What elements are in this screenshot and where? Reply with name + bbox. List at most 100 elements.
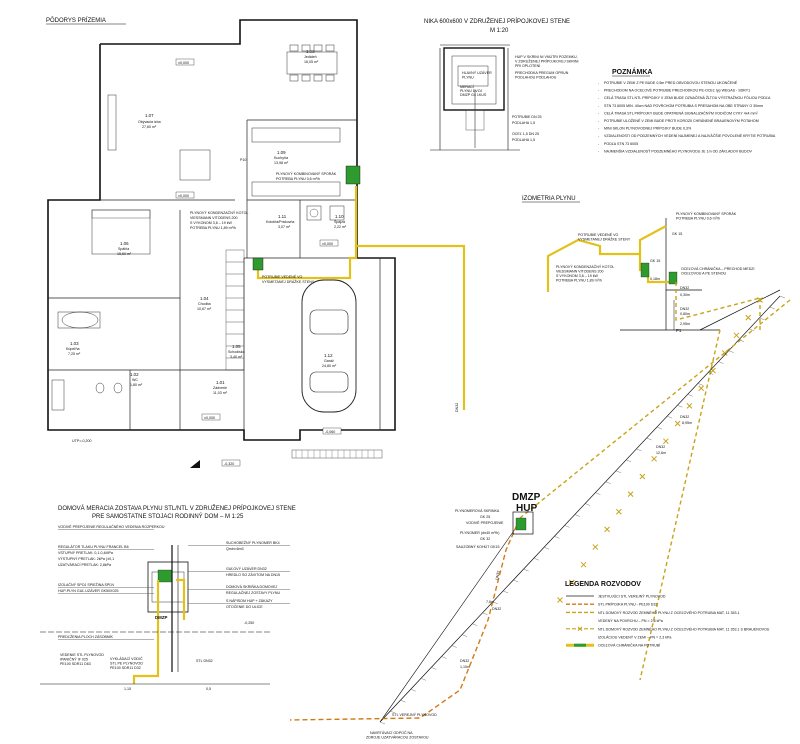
svg-text:DN32: DN32 bbox=[455, 403, 459, 412]
note-bullet: - bbox=[598, 142, 600, 146]
legend-item: OCEĽOVÁ CHRÁNIČKA NA POTRUBÍ bbox=[566, 643, 660, 648]
tick-mark bbox=[605, 481, 611, 484]
svg-text:Schodisko: Schodisko bbox=[228, 350, 245, 354]
room-label-1-01: 1.01 Zádverie 11,03 m² bbox=[213, 380, 228, 395]
floor-plan: PÔDORYS PRÍZEMIA bbox=[46, 17, 466, 468]
meter-left-label: VÝSTUPNÝ PRETLAK: 2kPa (±0,1 bbox=[58, 557, 114, 561]
p10-label: P10 bbox=[240, 158, 246, 162]
svg-text:POTRUBIE DN 25: POTRUBIE DN 25 bbox=[512, 115, 542, 119]
north-arrow-icon bbox=[190, 460, 200, 468]
isometry: IZOMETRIA PLYNU PLYNOVÝ KOMBINOVANÝ SPOR… bbox=[522, 196, 781, 681]
svg-text:1.11: 1.11 bbox=[278, 214, 287, 219]
tick-mark bbox=[379, 721, 386, 725]
dining-table bbox=[286, 51, 338, 75]
svg-text:VODIVÉ PREPOJENIE: VODIVÉ PREPOJENIE bbox=[466, 520, 504, 525]
meter-subtitle: PRE SAMOSTATNE STOJACI RODINNÝ DOM – M 1… bbox=[92, 513, 244, 520]
tick-mark bbox=[728, 350, 734, 353]
house-gas-pipe: DN32 bbox=[252, 165, 466, 412]
tick-mark bbox=[390, 710, 396, 714]
room-label-1-09: 1.09 Kuchyňa 13,98 m² bbox=[274, 150, 289, 165]
note-bullet: - bbox=[598, 111, 600, 115]
tick-mark bbox=[769, 306, 775, 310]
legend-item: JESTVUJÚCI STL VEREJNÝ PLYNOVOD bbox=[566, 594, 666, 599]
svg-text:DN32: DN32 bbox=[680, 286, 689, 290]
niche-detail: NIKA 600x600 V ZDRUŽENEJ PRÍPOJKOVEJ STE… bbox=[424, 17, 579, 151]
note-bullet: - bbox=[598, 127, 600, 131]
meter-right-label: REGULAČNEJ ZOSTAVY PLYNU bbox=[226, 590, 280, 595]
svg-text:24,80 m²: 24,80 m² bbox=[322, 364, 337, 368]
room-label-1-03: 1.03 Kúpeľňa 7,25 m² bbox=[66, 341, 81, 356]
svg-text:DN32: DN32 bbox=[495, 570, 501, 580]
svg-text:DN32: DN32 bbox=[680, 307, 689, 311]
cross-mark bbox=[639, 473, 646, 480]
cross-mark bbox=[651, 455, 657, 462]
svg-text:8,95m: 8,95m bbox=[682, 421, 692, 425]
tick-mark bbox=[585, 503, 591, 506]
legend-label: VEDENÝ NA POVRCHU – PN = 2,6 kPa bbox=[598, 619, 663, 623]
note-item: NAJMENŠIA VZDIALENOSŤ PODZEMNÉHO PLYNOVO… bbox=[604, 148, 753, 153]
svg-text:Kotolňa/Práčovňa: Kotolňa/Práčovňa bbox=[266, 220, 294, 224]
tick-mark bbox=[697, 383, 704, 386]
tick-mark bbox=[472, 623, 478, 626]
tick-mark bbox=[564, 525, 570, 528]
stove-valve-icon bbox=[345, 165, 361, 185]
meter-left-label: HUP-PLYN GUĽ.UZÁVER GK50X025 bbox=[58, 589, 118, 593]
tick-mark bbox=[636, 448, 642, 452]
svg-text:OCEĽOVÁ CHRÁNIČKA – PRECHOD ME: OCEĽOVÁ CHRÁNIČKA – PRECHOD MEDZIOCEĽOVO… bbox=[681, 266, 755, 276]
note-item: CELÁ TRASA STL PRÍPOJKY BUDE OPATRENÁ SI… bbox=[604, 110, 759, 115]
meter-left-label: PREDĽŽENIA PLOCH ZÁSOBNÍK bbox=[58, 634, 114, 639]
staircase bbox=[225, 249, 245, 371]
note-bullet: - bbox=[598, 81, 600, 85]
tick-mark bbox=[554, 536, 560, 539]
site-tick-marks bbox=[379, 295, 786, 725]
meter-right-label: SUCHOBEŽNÝ PLYNOMER BK4 bbox=[226, 540, 280, 545]
site-hup: HUP bbox=[516, 503, 537, 514]
svg-text:Garáž: Garáž bbox=[324, 359, 334, 363]
meter-right-label: HREDLO SO ZÁVITOM NA DN15 bbox=[226, 573, 280, 577]
meter-section: DOMOVÁ MERACIA ZOSTAVA PLYNU STL/NTL V Z… bbox=[40, 504, 296, 691]
legend-item: IZOLÁCIOU VEDENÝ V ZEMI – PN = 2,3 kPa bbox=[598, 636, 671, 640]
note-bullet: - bbox=[598, 89, 600, 93]
notes-list: -POTRUBIE V ZEMI Z PE BUDE 0,5m PRED OBV… bbox=[598, 80, 776, 153]
tick-mark bbox=[441, 656, 447, 659]
car-icon bbox=[301, 279, 357, 413]
svg-text:±0,000: ±0,000 bbox=[178, 194, 189, 198]
site-dmzp: DMZP bbox=[512, 492, 541, 503]
tick-mark bbox=[595, 492, 601, 495]
svg-text:12,6m: 12,6m bbox=[656, 451, 666, 455]
svg-text:Zádverie: Zádverie bbox=[213, 386, 227, 390]
meter-left-label: UZATVÁRACÍ PRETLAK: 2,8kPa bbox=[58, 563, 111, 567]
svg-text:1,10m: 1,10m bbox=[460, 665, 470, 669]
svg-text:-0,320: -0,320 bbox=[224, 462, 234, 466]
svg-text:OCEĽ 1,5 DN 25: OCEĽ 1,5 DN 25 bbox=[512, 132, 539, 136]
floor-plan-title: PÔDORYS PRÍZEMIA bbox=[46, 17, 106, 24]
tick-mark bbox=[482, 612, 488, 615]
svg-text:P1: P1 bbox=[676, 328, 682, 333]
site-stl-label: STL VEREJNÝ PLYNOVOD bbox=[392, 713, 437, 717]
meter-title: DOMOVÁ MERACIA ZOSTAVA PLYNU STL/NTL V Z… bbox=[58, 504, 296, 512]
svg-text:±0,000: ±0,000 bbox=[178, 61, 189, 65]
svg-text:1.03: 1.03 bbox=[70, 341, 79, 346]
meter-green-fitting bbox=[157, 569, 173, 583]
svg-text:DN32: DN32 bbox=[492, 607, 501, 611]
meter-left-label: IZOLAČNÝ SPOJ SPIEŽINA SPĽN bbox=[58, 582, 114, 587]
meter-right-label: GUĽOVÝ UZÁVER DN32 bbox=[226, 567, 267, 571]
svg-text:11,03 m²: 11,03 m² bbox=[213, 391, 228, 395]
niche-bottom-labels: POTRUBIE DN 25 PODLAHA 1,5 OCEĽ 1,5 DN 2… bbox=[512, 115, 542, 142]
svg-text:DN32: DN32 bbox=[656, 445, 665, 449]
legend-label: STL PRÍPOJKA PLYNU - PE100 D32 bbox=[598, 603, 657, 607]
meter-cabinet bbox=[147, 561, 189, 613]
svg-text:Jedáleň: Jedáleň bbox=[304, 55, 317, 59]
note-item: CELÁ TRASA STL NTL PRÍPOJKY V ZEMI BUDE … bbox=[604, 95, 771, 100]
legend-label: NTL DOMOVÝ ROZVOD ZEMNÉHO PLYNU Z OCEĽOV… bbox=[598, 610, 739, 615]
note-bullet: - bbox=[598, 149, 600, 153]
svg-text:0,5: 0,5 bbox=[206, 687, 211, 691]
svg-text:DN32: DN32 bbox=[680, 415, 689, 419]
